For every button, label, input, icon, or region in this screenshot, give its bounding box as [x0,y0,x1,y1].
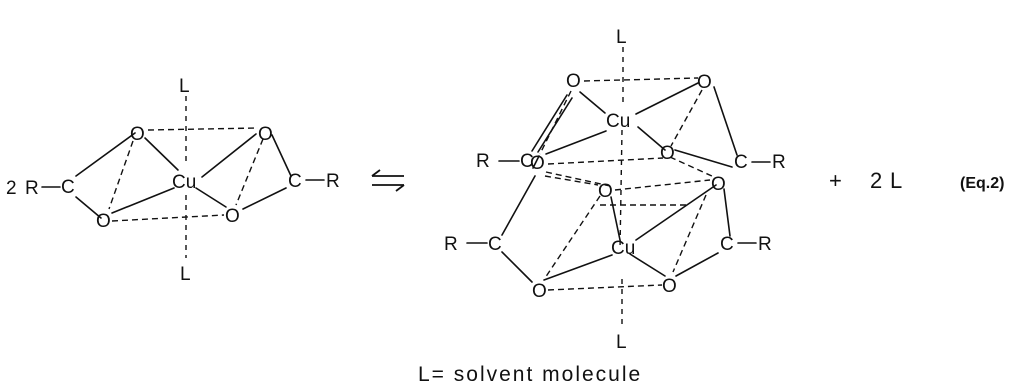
monomer-c-right: C [288,171,302,192]
dash-o-o-right [235,138,264,206]
monomer-complex: 2 R C O O Cu O O C R L L [6,76,340,285]
monomer-ligand-bottom: L [180,264,191,285]
legend-text: L= solvent molecule [418,363,642,384]
free-ligand-product: + 2 L [829,168,902,193]
product-coefficient: 2 [870,168,882,193]
dimer-complex: L O O R C Cu O O C R O O R C Cu C R O O … [444,27,786,353]
dimer-c-lower-right: C [720,234,734,255]
monomer-coefficient: 2 [6,178,17,199]
monomer-o-lower-right: O [225,206,240,227]
monomer-c-left: C [61,177,75,198]
dimer-c-upper-right: C [734,152,748,173]
monomer-r-right: R [326,171,340,192]
dimer-o-center-left: O [598,181,613,202]
dimer-o-bottom-left: O [532,281,547,302]
dimer-o-bottom-right: O [662,276,677,297]
dash-o-o-bottom [111,214,225,222]
monomer-o-upper-right: O [258,124,273,145]
monomer-o-lower-left: O [96,211,111,232]
bond-c-o-lower-left [75,196,102,219]
dimer-ligand-bottom: L [616,332,627,353]
bond-cu-o-upper-right [201,133,257,178]
dimer-c-upper-left: C [520,151,534,172]
product-ligand: L [890,168,902,193]
dimer-r-lower-right: R [758,234,772,255]
dimer-cu-lower: Cu [611,238,635,259]
dimer-ligand-top: L [616,27,627,48]
monomer-ligand-top: L [179,76,190,97]
monomer-r-left: R [25,178,39,199]
monomer-o-upper-left: O [130,124,145,145]
dash-o-o-left [108,140,134,210]
bond-o-c-upper-right [271,134,292,177]
dimer-o-upper-mid-right: O [660,143,675,164]
product-plus: + [829,168,842,193]
dimer-c-lower-left: C [488,234,502,255]
bond-o-cu-upper-left [144,137,179,171]
dimer-o-center-right: O [711,174,726,195]
dimer-o-top-left: O [566,71,581,92]
dimer-cu-upper: Cu [606,111,630,132]
bond-c-o-upper-left [75,132,136,177]
dash-o-o-top [147,127,259,131]
dimer-r-upper-left: R [476,151,490,172]
bond-cu-o-lower-right [195,187,227,208]
equilibrium-arrow [371,169,405,192]
dimer-r-upper-right: R [772,152,786,173]
bond-o-cu-lower-left [111,187,175,214]
dimer-r-lower-left: R [444,234,458,255]
monomer-cu: Cu [172,172,196,193]
dimer-o-upper-mid-left: O [530,153,545,174]
bond-o-c-lower-right [242,187,287,210]
equation-label: (Eq.2) [960,175,1004,192]
dimer-o-top-right: O [697,72,712,93]
